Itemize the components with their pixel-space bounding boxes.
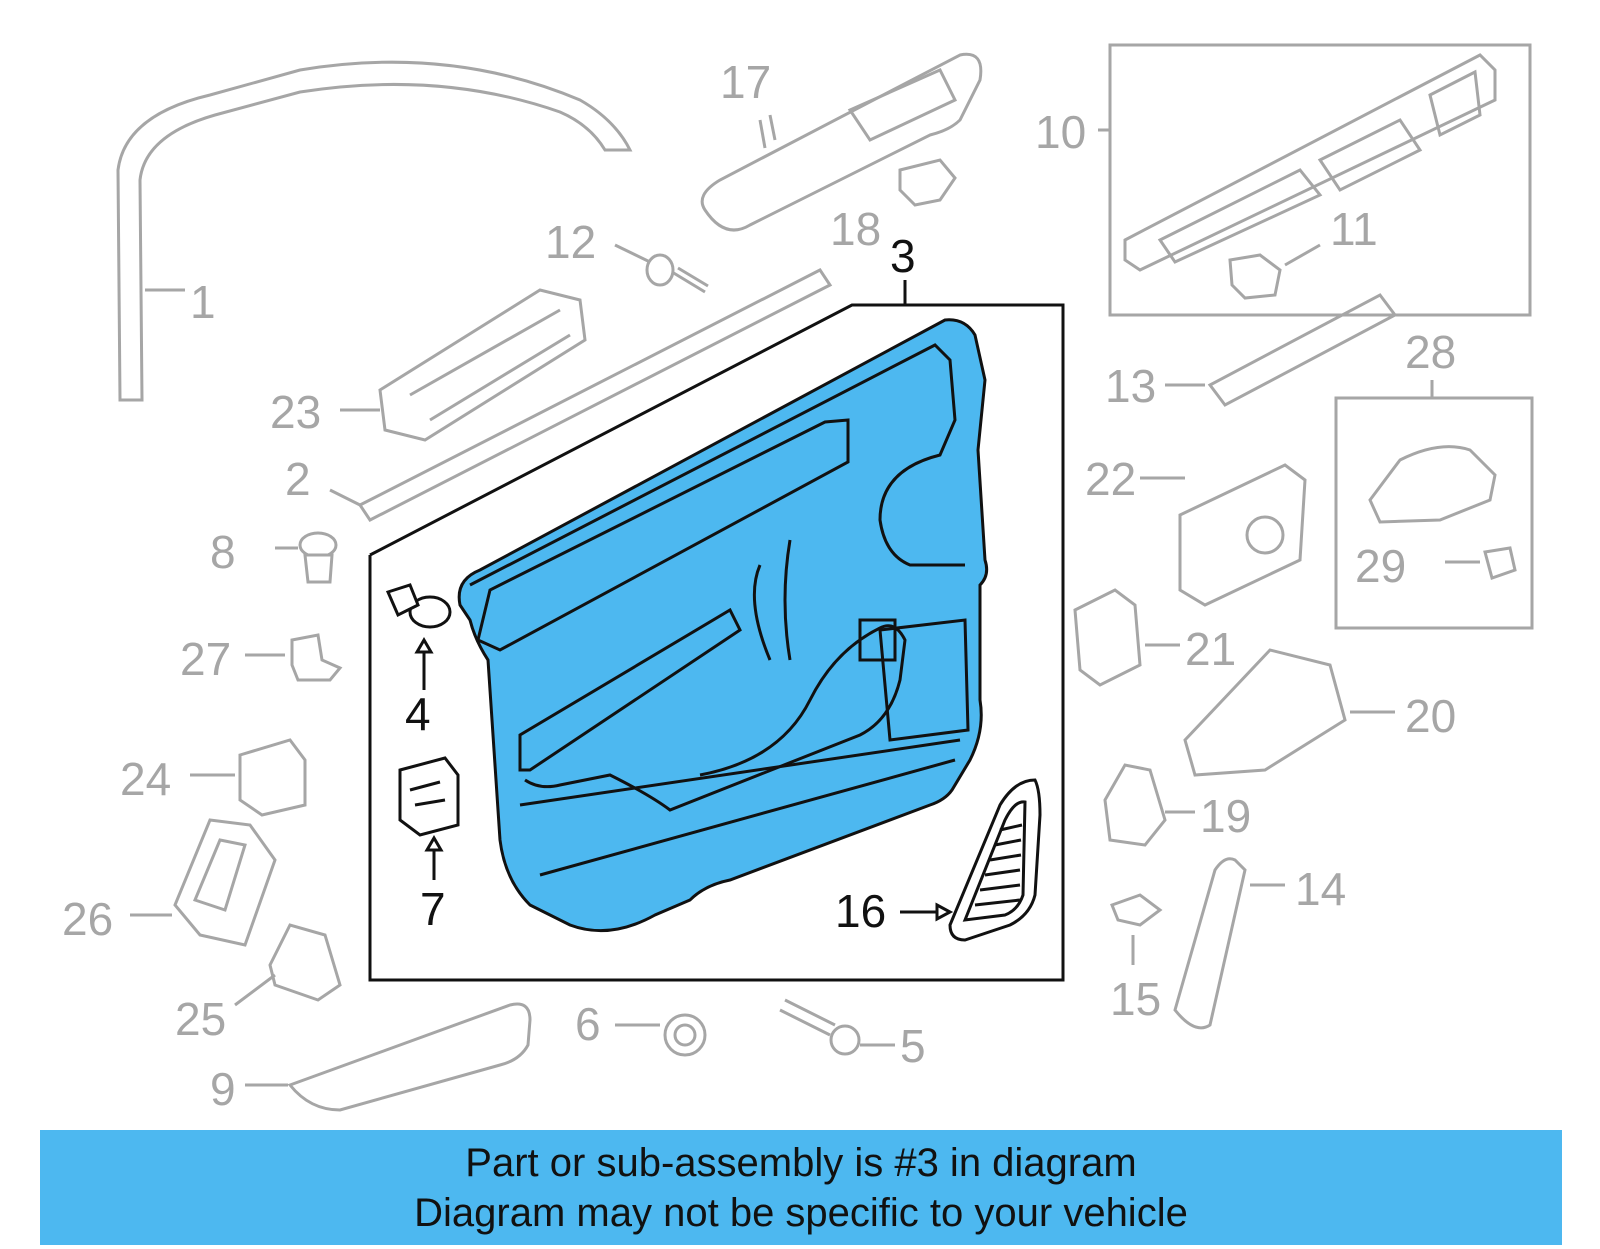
part-24-switch (190, 738, 307, 817)
part-3-callout-box (368, 280, 1065, 982)
callout-1: 1 (190, 276, 216, 328)
callout-2: 2 (285, 453, 311, 505)
part-21-switch (1073, 588, 1180, 687)
part-13-strip (1165, 293, 1398, 407)
part-26-handle (130, 818, 277, 947)
callout-23: 23 (270, 386, 321, 438)
part-19-switch (1103, 763, 1195, 847)
callout-19: 19 (1200, 790, 1251, 842)
part-4-pin (385, 583, 452, 690)
callout-5: 5 (900, 1020, 926, 1072)
part-8-pin (275, 531, 338, 584)
callout-15: 15 (1110, 973, 1161, 1025)
callout-20: 20 (1405, 690, 1456, 742)
callout-21: 21 (1185, 623, 1236, 675)
callout-17: 17 (720, 56, 771, 108)
callout-arrows (768, 114, 777, 141)
callout-7: 7 (420, 883, 446, 935)
callout-13: 13 (1105, 360, 1156, 412)
callout-3: 3 (890, 230, 916, 282)
callout-11: 11 (1330, 203, 1378, 255)
callout-9: 9 (210, 1063, 236, 1115)
part-9-sill (245, 1002, 532, 1112)
part-29-pin (1445, 546, 1517, 580)
part-11-clip (1228, 243, 1321, 300)
part-18-clip (898, 158, 957, 207)
part-23-switch (340, 288, 587, 442)
part-14-pillar (1173, 857, 1285, 1030)
banner-line-1: Part or sub-assembly is #3 in diagram (465, 1141, 1137, 1185)
callout-14: 14 (1295, 863, 1346, 915)
part-10-box (1098, 43, 1532, 317)
callout-16: 16 (835, 885, 886, 937)
part-12-screw (614, 243, 709, 294)
part-17-trim (700, 52, 983, 232)
callout-27: 27 (180, 633, 231, 685)
callout-25: 25 (175, 993, 226, 1045)
part-27-clip (245, 633, 343, 682)
part-2-strip (329, 268, 833, 522)
part-22-switch (1140, 463, 1307, 607)
callout-26: 26 (62, 893, 113, 945)
part-15-clip (1110, 893, 1163, 965)
callout-22: 22 (1085, 453, 1136, 505)
part-3-door-panel (457, 318, 989, 933)
part-6-retainer (615, 1013, 707, 1057)
callout-12: 12 (545, 216, 596, 268)
banner-line-2: Diagram may not be specific to your vehi… (414, 1191, 1188, 1235)
callout-18: 18 (830, 203, 881, 255)
callout-28: 28 (1405, 326, 1456, 378)
part-5-bolt (779, 998, 895, 1056)
callout-29: 29 (1355, 540, 1406, 592)
callout-24: 24 (120, 753, 171, 805)
part-28-box (1334, 380, 1534, 630)
part-25-bracket (234, 923, 342, 1007)
part-1-moulding (116, 60, 633, 402)
callout-6: 6 (575, 998, 601, 1050)
callout-10: 10 (1035, 106, 1086, 158)
part-20-switch (1183, 648, 1395, 777)
callout-4: 4 (405, 688, 431, 740)
part-7-bracket (398, 756, 460, 880)
part-16-grille (900, 778, 1042, 942)
info-banner: Part or sub-assembly is #3 in diagram Di… (40, 1130, 1562, 1245)
callout-8: 8 (210, 526, 236, 578)
